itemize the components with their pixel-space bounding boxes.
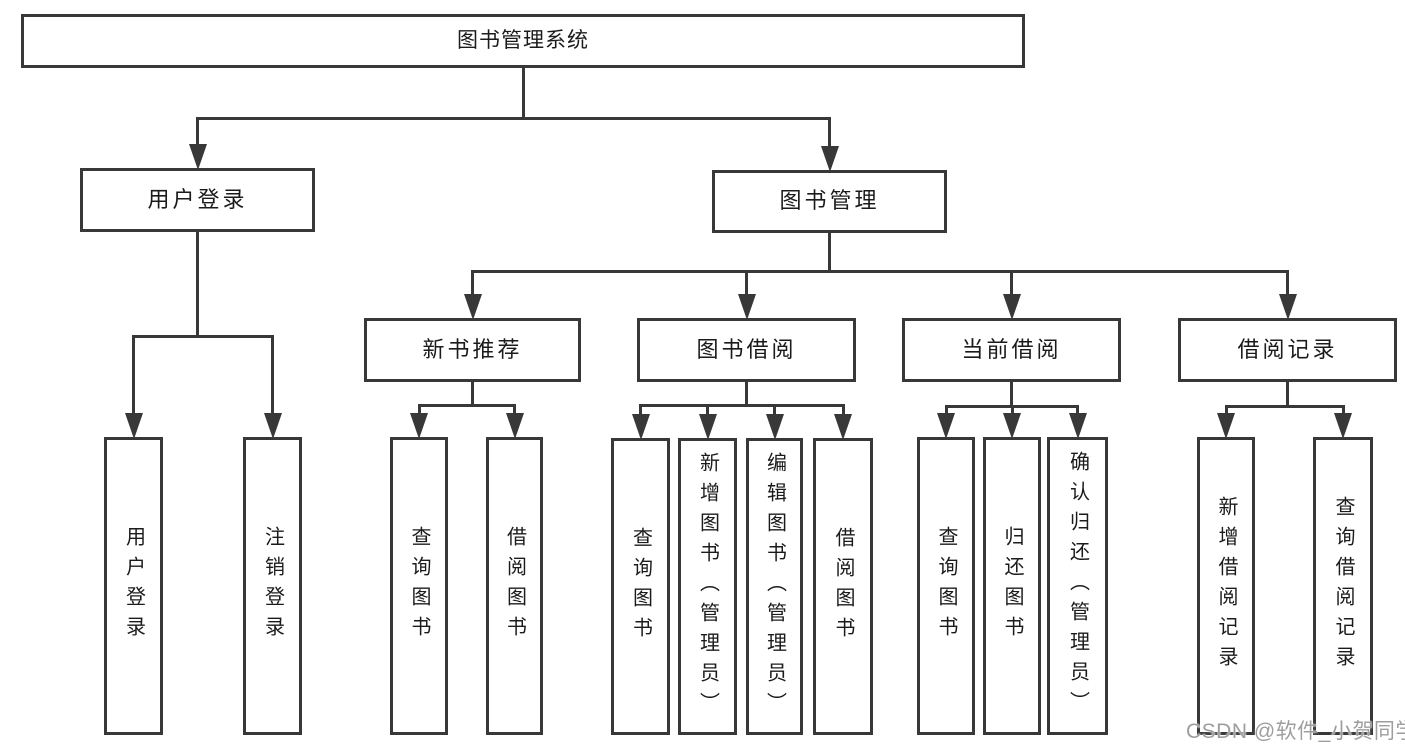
node-label: 归还图书 xyxy=(1001,526,1023,646)
node-label: 图书借阅 xyxy=(696,336,797,362)
arrow-down-icon xyxy=(765,414,784,440)
arrow-down-icon xyxy=(1068,413,1087,439)
connector-line xyxy=(1224,406,1228,419)
connector-line xyxy=(773,405,776,420)
connector-line xyxy=(471,380,474,407)
node-leaf-user-login: 用户登录 xyxy=(104,437,163,735)
arrow-down-icon xyxy=(737,294,756,320)
connector-line xyxy=(828,231,831,273)
connector-line xyxy=(1010,380,1013,408)
node-label: 注销登录 xyxy=(261,526,284,646)
connector-bus xyxy=(132,334,274,338)
arrow-down-icon xyxy=(698,414,717,440)
connector-line xyxy=(944,406,948,419)
node-leaf-cb-return: 归还图书 xyxy=(983,437,1041,735)
node-label: 查询借阅记录 xyxy=(1332,496,1354,676)
arrow-down-icon xyxy=(1334,413,1352,439)
node-label: 图书管理系统 xyxy=(457,29,589,53)
node-leaf-bb-borrow: 借阅图书 xyxy=(813,438,873,735)
connector-line xyxy=(1286,380,1289,408)
node-label: 新增图书（管理员） xyxy=(696,451,719,722)
node-leaf-br-add: 新增借阅记录 xyxy=(1197,437,1255,735)
arrow-down-icon xyxy=(631,414,650,440)
node-label: 查询图书 xyxy=(408,526,430,646)
connector-line xyxy=(132,336,135,419)
connector-line xyxy=(196,230,199,338)
connector-line xyxy=(196,118,199,150)
node-label: 新书推荐 xyxy=(422,336,523,362)
connector-line xyxy=(1341,406,1345,419)
node-leaf-logout: 注销登录 xyxy=(243,437,302,735)
arrow-down-icon xyxy=(1217,413,1235,439)
connector-line xyxy=(271,336,274,419)
node-label: 查询图书 xyxy=(629,526,652,647)
arrow-down-icon xyxy=(834,414,852,440)
connector-line xyxy=(841,405,845,420)
connector-line xyxy=(1010,406,1014,419)
node-borrow-records: 借阅记录 xyxy=(1178,318,1397,382)
connector-line xyxy=(745,380,748,407)
node-leaf-nb-borrow: 借阅图书 xyxy=(486,437,543,735)
connector-line xyxy=(521,66,525,120)
connector-bus xyxy=(471,269,1289,273)
connector-line xyxy=(828,118,831,152)
connector-bus xyxy=(196,116,831,120)
node-label: 借阅图书 xyxy=(832,526,854,647)
node-user-login: 用户登录 xyxy=(80,168,315,232)
connector-bus xyxy=(1224,404,1345,408)
arrow-down-icon xyxy=(1003,413,1021,439)
connector-line xyxy=(639,405,642,420)
connector-line xyxy=(471,271,474,300)
node-root: 图书管理系统 xyxy=(21,14,1025,68)
node-leaf-br-query: 查询借阅记录 xyxy=(1313,437,1373,735)
node-label: 查询图书 xyxy=(935,526,957,646)
node-label: 新增借阅记录 xyxy=(1215,496,1237,676)
arrow-down-icon xyxy=(263,413,282,439)
node-label: 用户登录 xyxy=(147,186,248,212)
arrow-down-icon xyxy=(1002,294,1021,320)
connector-line xyxy=(417,405,421,419)
connector-line xyxy=(513,405,516,419)
node-new-book-rec: 新书推荐 xyxy=(364,318,581,382)
arrow-down-icon xyxy=(820,146,839,172)
arrow-down-icon xyxy=(937,413,955,439)
arrow-down-icon xyxy=(463,294,482,320)
connector-line xyxy=(1076,406,1079,419)
node-label: 用户登录 xyxy=(122,526,145,646)
arrow-down-icon xyxy=(188,144,207,170)
connector-line xyxy=(1286,271,1289,300)
node-leaf-bb-add: 新增图书（管理员） xyxy=(678,438,737,735)
node-label: 当前借阅 xyxy=(961,336,1062,362)
connector-bus xyxy=(417,403,516,407)
node-book-borrow: 图书借阅 xyxy=(637,318,856,382)
connector-line xyxy=(706,405,709,420)
node-leaf-bb-query: 查询图书 xyxy=(611,438,670,735)
watermark: CSDN @软件_小贺同学 xyxy=(1186,720,1405,743)
connector-line xyxy=(745,271,748,300)
node-label: 图书管理 xyxy=(779,188,880,214)
arrow-down-icon xyxy=(410,413,428,439)
node-leaf-cb-query: 查询图书 xyxy=(917,437,975,735)
arrow-down-icon xyxy=(505,413,524,439)
arrow-down-icon xyxy=(1278,294,1297,320)
connector-bus xyxy=(639,403,845,407)
node-label: 编辑图书（管理员） xyxy=(763,451,786,722)
node-leaf-bb-edit: 编辑图书（管理员） xyxy=(746,438,803,735)
arrow-down-icon xyxy=(124,413,143,439)
node-label: 确认归还（管理员） xyxy=(1066,451,1089,721)
node-leaf-nb-query: 查询图书 xyxy=(390,437,448,735)
node-leaf-cb-confirm: 确认归还（管理员） xyxy=(1047,437,1108,735)
node-label: 借阅图书 xyxy=(503,526,526,646)
node-current-borrow: 当前借阅 xyxy=(902,318,1121,382)
node-book-mgmt: 图书管理 xyxy=(712,170,947,233)
connector-line xyxy=(1010,271,1013,300)
node-label: 借阅记录 xyxy=(1237,336,1338,362)
